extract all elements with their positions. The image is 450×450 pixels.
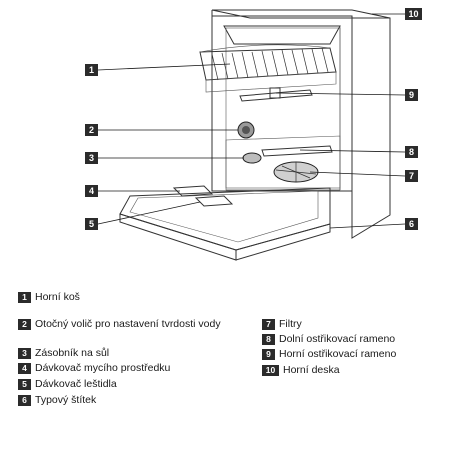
legend-item-2: 2 Otočný volič pro nastavení tvrdosti vo…	[18, 318, 246, 331]
legend-label: Horní deska	[283, 364, 340, 376]
callout-6: 6	[405, 218, 418, 230]
legend-number: 5	[18, 379, 31, 390]
callout-5: 5	[85, 218, 98, 230]
legend-label: Filtry	[279, 318, 302, 330]
legend-item-9: 9 Horní ostřikovací rameno	[262, 348, 396, 361]
legend-label: Otočný volič pro nastavení tvrdosti vody	[35, 318, 221, 330]
legend-number: 7	[262, 319, 275, 330]
callout-10: 10	[405, 8, 422, 20]
legend-item-4: 4 Dávkovač mycího prostředku	[18, 362, 170, 375]
legend-number: 2	[18, 319, 31, 330]
svg-text:2: 2	[89, 125, 94, 135]
water-hardness-dial	[237, 121, 255, 139]
svg-text:7: 7	[409, 171, 414, 181]
svg-text:5: 5	[89, 219, 94, 229]
legend-item-3: 3 Zásobník na sůl	[18, 347, 109, 360]
legend-item-6: 6 Typový štítek	[18, 394, 96, 407]
callout-8: 8	[405, 146, 418, 158]
legend-number: 10	[262, 365, 279, 376]
legend-label: Horní ostřikovací rameno	[279, 348, 397, 360]
legend-number: 6	[18, 395, 31, 406]
svg-text:4: 4	[89, 186, 94, 196]
detergent-dispenser	[172, 185, 214, 197]
svg-text:3: 3	[89, 153, 94, 163]
svg-text:10: 10	[408, 9, 418, 19]
callout-7: 7	[405, 170, 418, 182]
upper-basket	[199, 44, 337, 93]
legend-item-1: 1 Horní koš	[18, 291, 80, 304]
legend-item-10: 10 Horní deska	[262, 364, 340, 377]
callout-4: 4	[85, 185, 98, 197]
lower-spray-arm	[261, 145, 333, 157]
callout-2: 2	[85, 124, 98, 136]
callout-9: 9	[405, 89, 418, 101]
legend-label: Dávkovač mycího prostředku	[35, 362, 171, 374]
legend-item-8: 8 Dolní ostřikovací rameno	[262, 333, 395, 346]
legend-label: Zásobník na sůl	[35, 347, 110, 359]
legend-item-7: 7 Filtry	[262, 318, 302, 331]
svg-text:1: 1	[89, 65, 94, 75]
legend-number: 8	[262, 334, 275, 345]
legend-label: Dolní ostřikovací rameno	[279, 333, 396, 345]
legend-number: 9	[262, 349, 275, 360]
rinse-aid-dispenser	[194, 195, 234, 207]
callout-1: 1	[85, 64, 98, 76]
legend-label: Dávkovač leštidla	[35, 378, 117, 390]
svg-text:8: 8	[409, 147, 414, 157]
svg-text:6: 6	[409, 219, 414, 229]
legend-number: 1	[18, 292, 31, 303]
dishwasher-diagram: 1 2 3 4 5 10 9 8 7 6	[85, 8, 422, 261]
legend-item-5: 5 Dávkovač leštidla	[18, 378, 117, 391]
leader-lines	[97, 13, 406, 229]
legend-label: Horní koš	[35, 291, 80, 303]
legend-number: 3	[18, 348, 31, 359]
callout-3: 3	[85, 152, 98, 164]
legend-number: 4	[18, 363, 31, 374]
svg-text:9: 9	[409, 90, 414, 100]
dishwasher-body	[211, 9, 391, 239]
legend-label: Typový štítek	[35, 394, 97, 406]
